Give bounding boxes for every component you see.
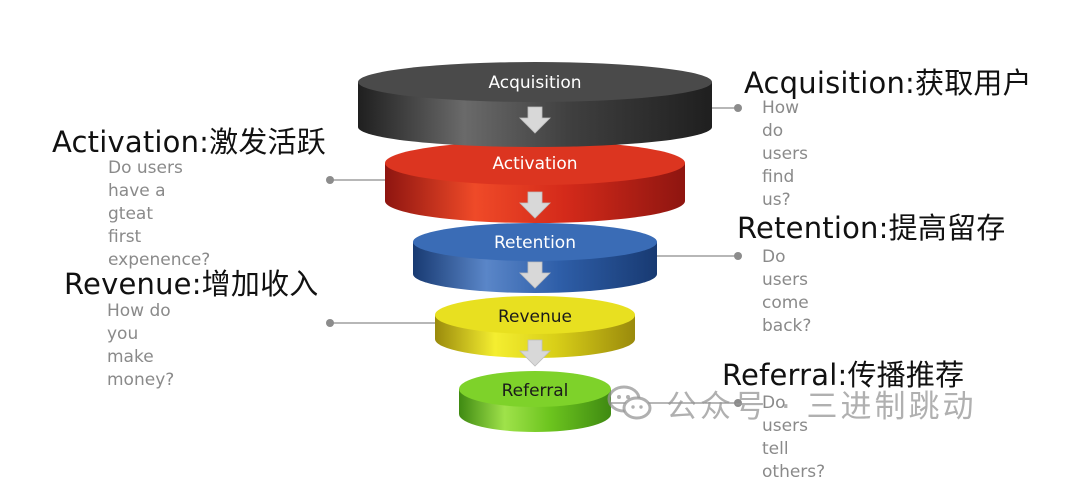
callout-title: Activation:激发活跃	[52, 125, 326, 159]
callout-desc: How do users find us?	[762, 98, 808, 210]
connector-dot	[734, 252, 742, 260]
callout-title: Referral:传播推荐	[722, 358, 965, 392]
stage-label: Activation	[492, 154, 577, 174]
stage-top	[385, 141, 685, 185]
connector-dot	[326, 176, 334, 184]
down-arrow-icon	[519, 261, 551, 289]
callout-title: Revenue:增加收入	[64, 267, 319, 301]
down-arrow-icon	[519, 191, 551, 219]
stage-top	[459, 371, 611, 407]
callout-title: Acquisition:获取用户	[744, 66, 1032, 100]
stage-label: Referral	[502, 381, 569, 401]
funnel-stage-revenue: Revenue	[326, 296, 635, 358]
stage-top	[358, 62, 712, 102]
callout-desc: Do users have a gteat first expenence?	[108, 158, 211, 270]
down-arrow-icon	[519, 339, 551, 367]
wechat-icon	[606, 383, 656, 427]
stage-label: Retention	[494, 233, 576, 253]
connector-dot	[326, 319, 334, 327]
callout-title: Retention:提高留存	[737, 211, 1006, 245]
callout-desc: How do you make money?	[107, 301, 175, 390]
stage-top	[435, 296, 635, 334]
stage-top	[413, 223, 657, 261]
funnel-graphic: Referral Revenue Retention Activation Acquis…	[326, 62, 742, 432]
connector-dot	[734, 399, 742, 407]
down-arrow-icon	[519, 106, 551, 134]
callout-desc: Do users come back?	[762, 247, 812, 336]
funnel-stage-retention: Retention	[413, 223, 742, 293]
stage-label: Revenue	[498, 307, 572, 327]
funnel-stage-acquisition: Acquisition	[358, 62, 742, 147]
funnel-stage-activation: Activation	[326, 141, 685, 223]
aarrr-funnel-diagram: Referral Revenue Retention Activation Acquis…	[52, 62, 1032, 482]
connector-dot	[734, 104, 742, 112]
stage-label: Acquisition	[488, 73, 581, 93]
watermark-text: 公众号 · 三进制跳动	[666, 389, 977, 425]
